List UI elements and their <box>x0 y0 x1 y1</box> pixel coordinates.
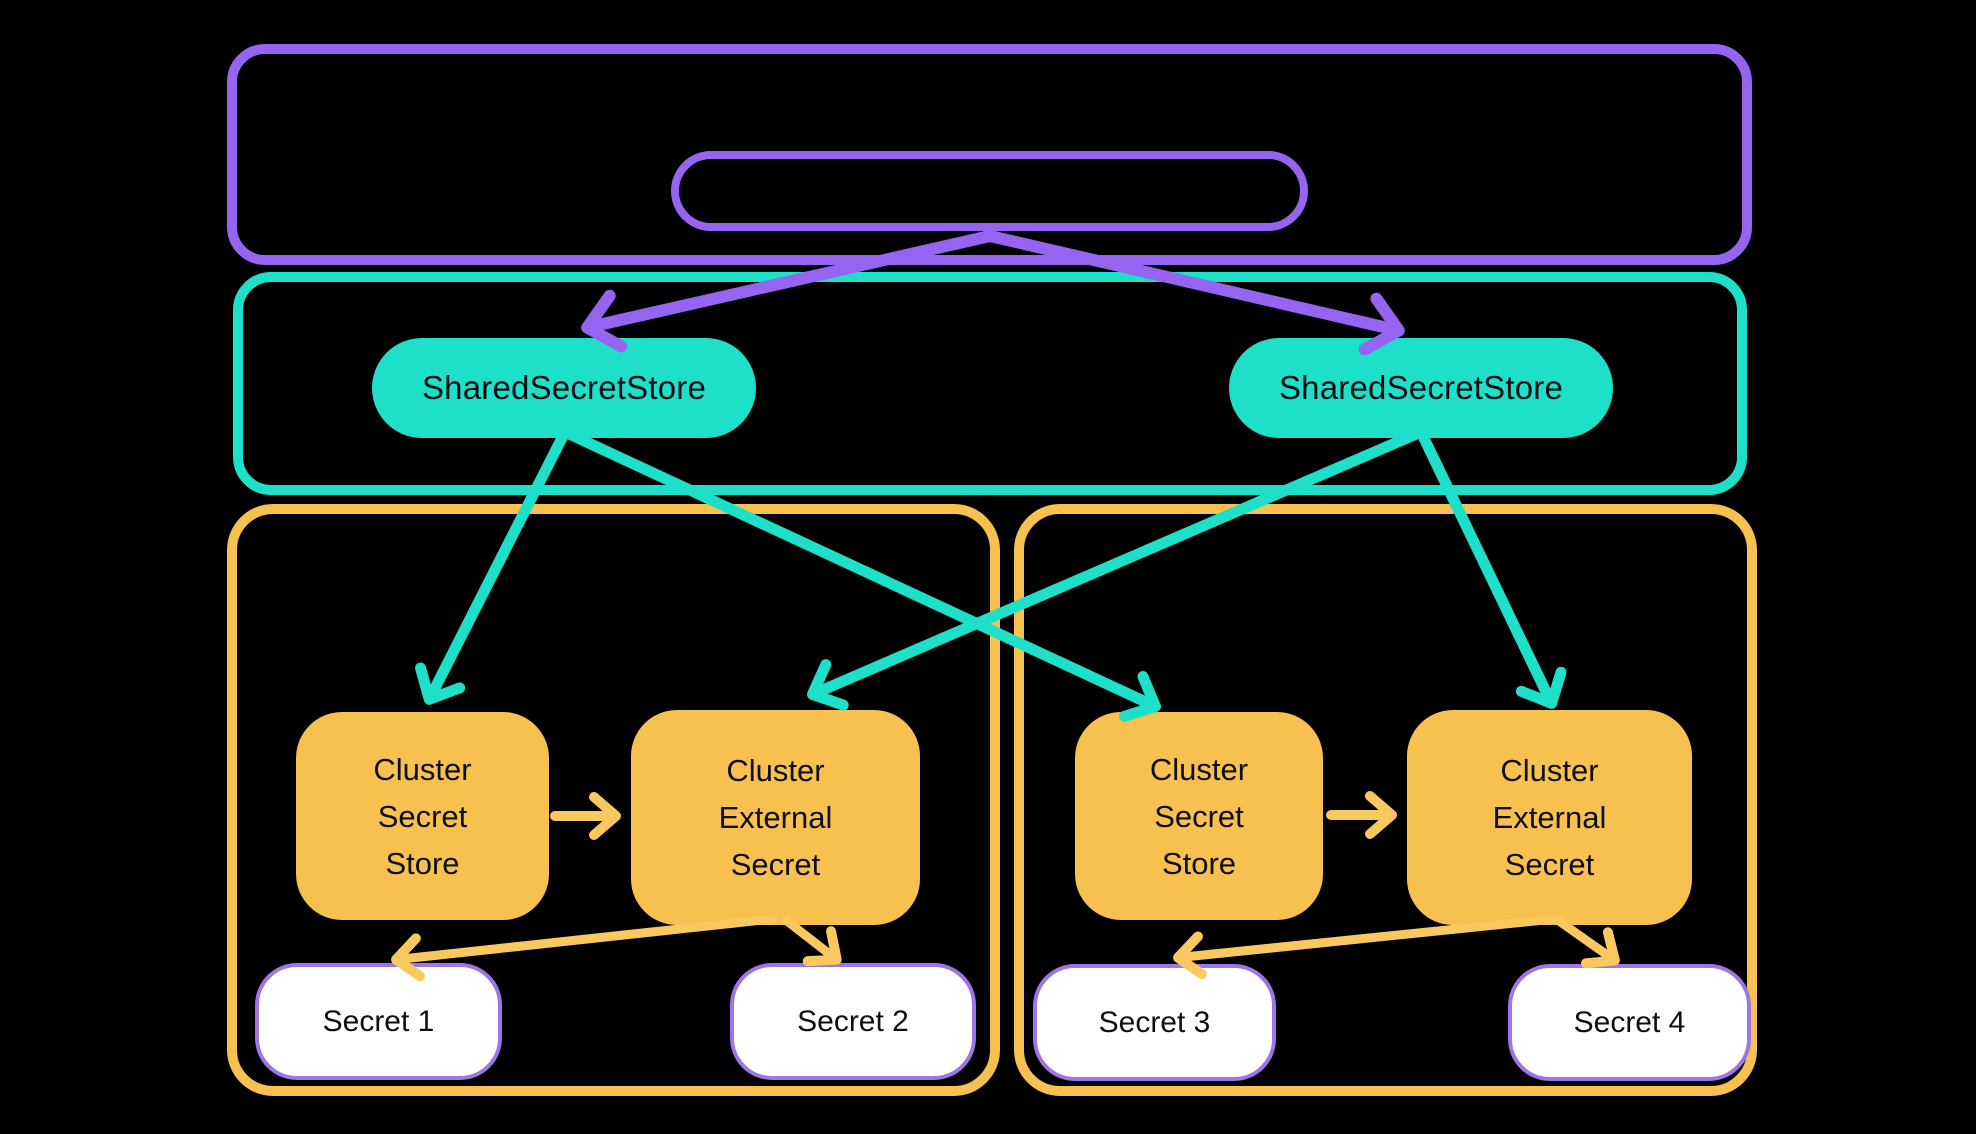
secret-3-pill: Secret 3 <box>1033 964 1276 1081</box>
shared-secret-store-left-label: SharedSecretStore <box>421 369 707 406</box>
cluster-secret-store-right-label: Cluster Secret Store <box>1149 751 1249 881</box>
shared-secret-store-right-label: SharedSecretStore <box>1278 369 1564 406</box>
secret-3-label: Secret 3 <box>1098 1005 1211 1039</box>
cluster-external-secret-left-label: Cluster External Secret <box>718 753 833 882</box>
secret-4-label: Secret 4 <box>1573 1005 1686 1039</box>
secret-1-pill: Secret 1 <box>255 963 502 1080</box>
cluster-secret-store-left: Cluster Secret Store <box>296 712 549 920</box>
secret-4-pill: Secret 4 <box>1508 964 1751 1081</box>
cluster-secret-store-right: Cluster Secret Store <box>1075 712 1323 920</box>
management-inner-pill <box>671 151 1308 231</box>
shared-secret-store-right: SharedSecretStore <box>1229 338 1613 438</box>
secret-2-label: Secret 2 <box>797 1004 909 1038</box>
secret-2-pill: Secret 2 <box>730 963 976 1080</box>
cluster-external-secret-right: Cluster External Secret <box>1407 710 1692 925</box>
cluster-external-secret-left: Cluster External Secret <box>631 710 920 925</box>
secret-1-label: Secret 1 <box>322 1004 435 1038</box>
shared-secret-store-left: SharedSecretStore <box>372 338 756 438</box>
cluster-external-secret-right-label: Cluster External Secret <box>1492 753 1607 882</box>
cluster-secret-store-left-label: Cluster Secret Store <box>373 751 472 881</box>
